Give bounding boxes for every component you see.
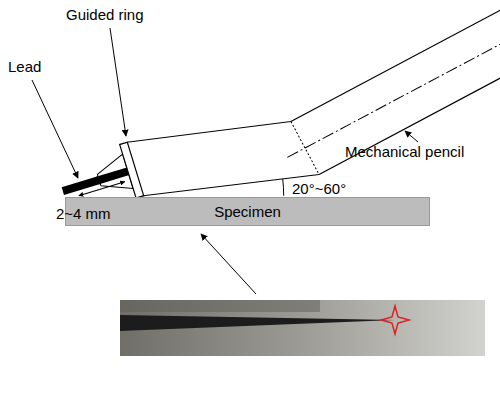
cone-line xyxy=(127,122,291,143)
part-label: Guided ring xyxy=(66,6,144,23)
dimension-label: 2~4 mm xyxy=(56,205,111,222)
body-outline xyxy=(319,34,500,175)
angle-arc xyxy=(283,179,284,196)
specimen-band: Specimen xyxy=(65,197,430,226)
lead-bar xyxy=(96,167,131,185)
photo xyxy=(120,300,485,356)
part-label: Lead xyxy=(8,58,41,75)
photo-shade xyxy=(120,300,320,312)
guided-ring xyxy=(120,142,144,198)
leader-arrow xyxy=(32,80,78,178)
photo-lead xyxy=(120,315,395,331)
pointer-arrow xyxy=(201,234,256,294)
axis-line xyxy=(287,7,500,157)
part-label: Mechanical pencil xyxy=(345,143,464,160)
angle-label: 20°~60° xyxy=(292,180,346,197)
pencil-body xyxy=(273,0,500,184)
contact-star xyxy=(381,306,409,334)
dimension-line xyxy=(79,182,125,196)
node-label: Specimen xyxy=(214,203,281,220)
leader-arrow xyxy=(110,28,126,136)
photo-ground xyxy=(120,300,485,356)
leader-arrow xyxy=(405,131,418,142)
